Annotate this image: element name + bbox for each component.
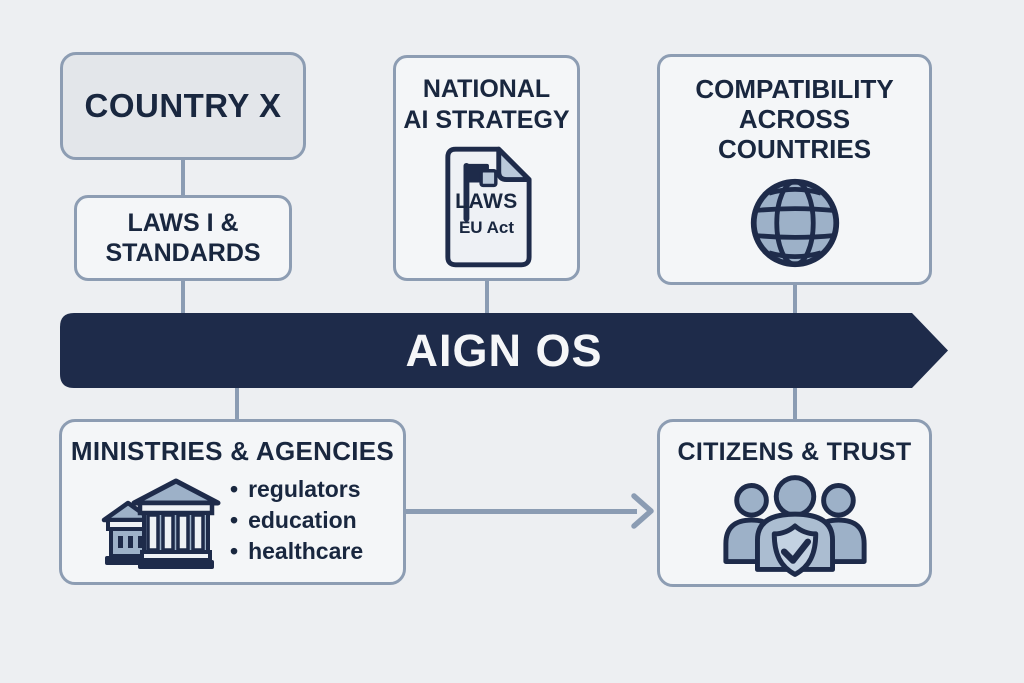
aign-os-banner: AIGN OS	[60, 313, 948, 388]
citizens-shield-icon	[722, 475, 867, 577]
strategy-line2: AI STRATEGY	[403, 106, 570, 134]
bullet-dot: •	[230, 538, 239, 564]
laws-standards-box: LAWS I & STANDARDS	[74, 195, 292, 281]
citizens-trust-box: CITIZENS & TRUST	[657, 419, 932, 587]
ministries-title: MINISTRIES & AGENCIES	[70, 436, 395, 466]
connector-laws-banner	[181, 279, 185, 315]
citizens-title: CITIZENS & TRUST	[677, 438, 912, 466]
bullet-education: education	[248, 507, 357, 533]
connector-compat-banner	[793, 283, 797, 315]
compatibility-line1: COMPATIBILITY	[695, 74, 894, 104]
compatibility-line3: COUNTRIES	[717, 134, 872, 164]
banner-arrow-shape	[60, 313, 948, 388]
connector-ministries-citizens	[404, 509, 637, 514]
bullet-healthcare: healthcare	[248, 538, 364, 564]
banner-label: AIGN OS	[405, 324, 603, 376]
connector-banner-citizens	[793, 386, 797, 421]
connector-banner-ministries	[235, 386, 239, 421]
laws-standards-line1: LAWS I &	[127, 209, 239, 237]
bullet-dot: •	[230, 476, 239, 502]
national-ai-strategy-box: NATIONAL AI STRATEGY LAWS EU Act	[393, 55, 580, 281]
doc-eu-act-label: EU Act	[458, 218, 515, 237]
ministries-agencies-box: MINISTRIES & AGENCIES	[59, 419, 406, 585]
country-x-label: COUNTRY X	[84, 87, 282, 124]
connector-country-laws	[181, 158, 185, 197]
flag-document-icon: LAWS EU Act	[440, 144, 534, 270]
list-item: • regulators	[230, 474, 363, 505]
globe-icon	[750, 178, 839, 268]
list-item: • education	[230, 505, 363, 536]
strategy-line1: NATIONAL	[422, 75, 551, 103]
document-outline	[444, 146, 532, 268]
doc-laws-label: LAWS	[455, 190, 518, 213]
list-item: • healthcare	[230, 536, 363, 567]
ministries-content: • regulators • education • healthcare	[62, 466, 403, 576]
bullet-regulators: regulators	[248, 476, 361, 502]
compatibility-line2: ACROSS	[738, 104, 851, 134]
country-x-box: COUNTRY X	[60, 52, 306, 160]
government-building-icon	[101, 478, 221, 569]
connector-strategy-banner	[485, 279, 489, 315]
laws-standards-line2: STANDARDS	[105, 239, 261, 267]
arrow-right-icon	[631, 493, 654, 529]
compatibility-box: COMPATIBILITY ACROSS COUNTRIES	[657, 54, 932, 285]
ministries-bullet-list: • regulators • education • healthcare	[230, 474, 363, 567]
bullet-dot: •	[230, 507, 239, 533]
